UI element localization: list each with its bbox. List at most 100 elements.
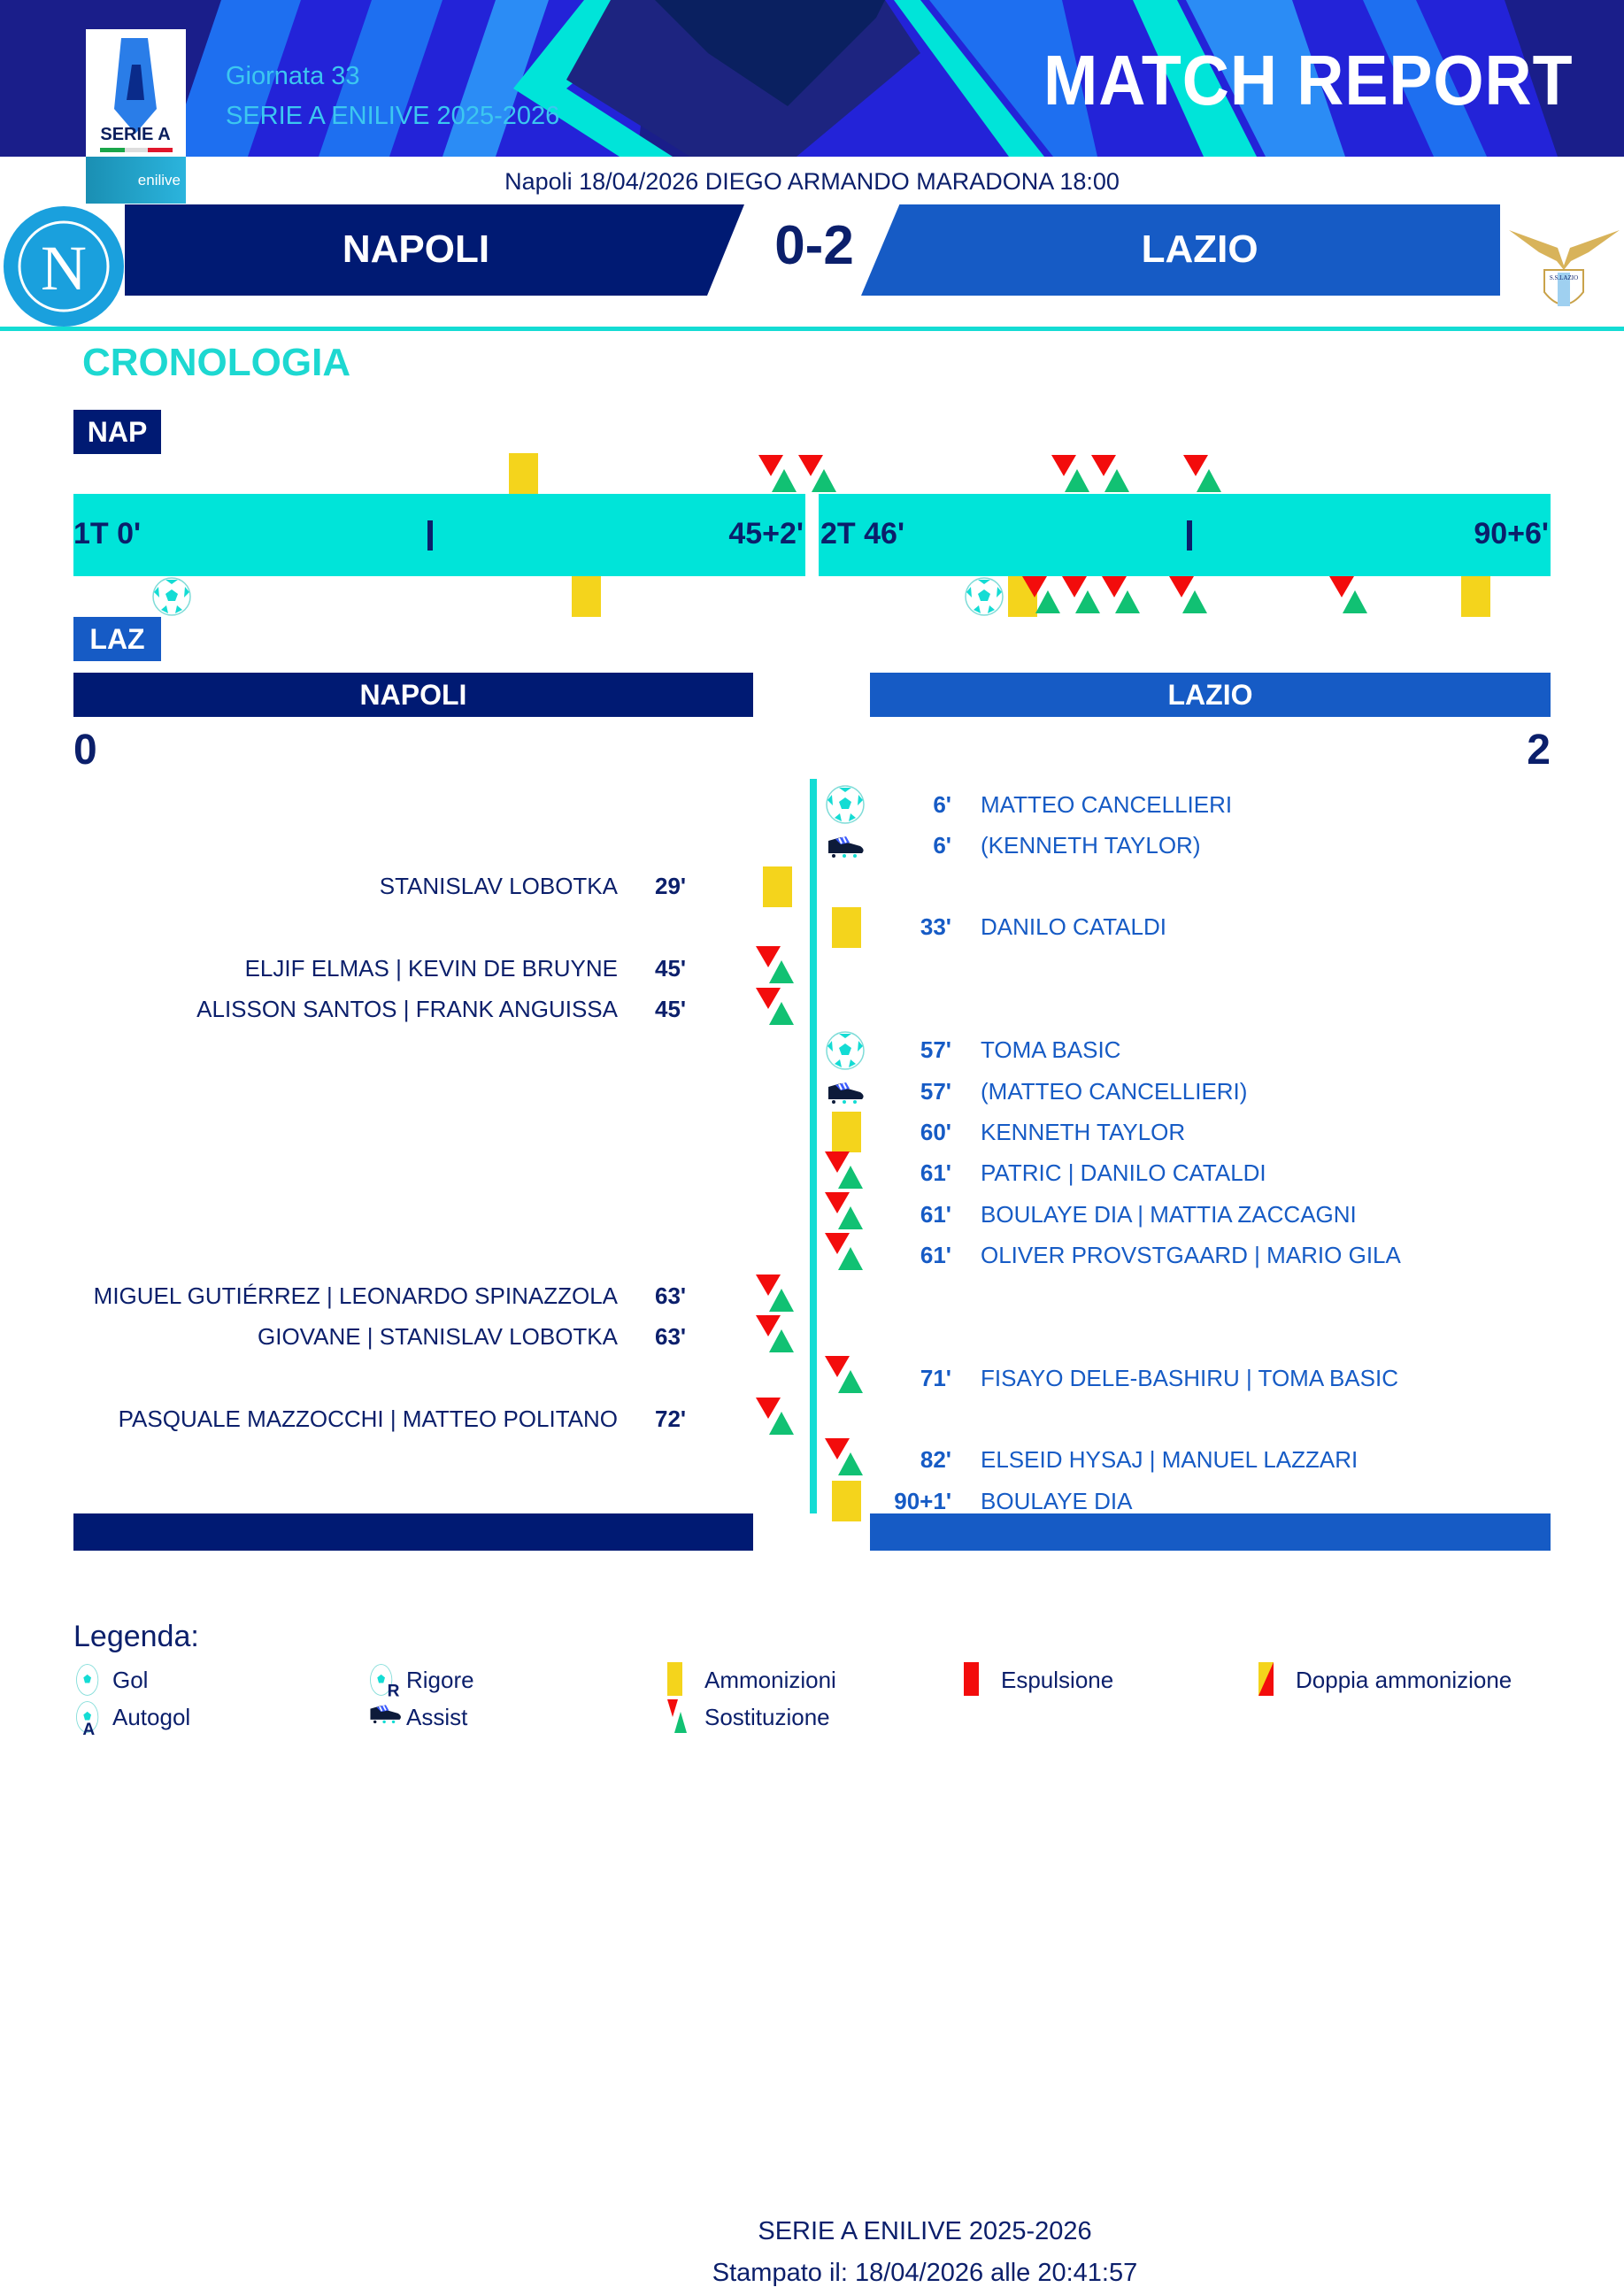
yellow-card-icon: [832, 906, 861, 948]
legend-item-goal: Gol: [73, 1662, 148, 1698]
footer-competition: SERIE A ENILIVE 2025-2026: [758, 2217, 1092, 2245]
substitution-icon: [1091, 455, 1130, 494]
sub-in-arrow-icon: [838, 1452, 863, 1475]
legend-label: Assist: [406, 1703, 468, 1730]
substitution-icon: [1022, 576, 1061, 615]
legend-label: Ammonizioni: [704, 1666, 836, 1693]
sub-in-arrow-icon: [771, 469, 797, 492]
substitution-icon: [825, 1437, 864, 1477]
home-goals: 0: [73, 727, 97, 774]
midpoint-mark: [1187, 520, 1192, 551]
timeline-second-half: 2T 46' 90+6': [819, 494, 1551, 576]
event-player: MIGUEL GUTIÉRREZ | LEONARDO SPINAZZOLA: [93, 1282, 618, 1310]
sub-in-arrow-icon: [1104, 469, 1130, 492]
event-minute: 57': [920, 1036, 951, 1064]
substitution-icon: [666, 1699, 701, 1735]
sub-in-arrow-icon: [769, 960, 794, 984]
sub-in-arrow-icon: [1343, 590, 1368, 613]
substitution-icon: [825, 1233, 864, 1272]
event-row: 33'DANILO CATALDI: [885, 907, 1166, 948]
event-player: TOMA BASIC: [981, 1036, 1121, 1064]
event-player: ELJIF ELMAS | KEVIN DE BRUYNE: [244, 954, 618, 982]
event-row: MIGUEL GUTIÉRREZ | LEONARDO SPINAZZOLA 63…: [94, 1276, 717, 1317]
second-half-start-label: 2T 46': [820, 517, 905, 551]
away-team-name: LAZIO: [1141, 227, 1258, 271]
home-team-header: NAPOLI: [73, 673, 753, 717]
second-half-end-label: 90+6': [1474, 517, 1549, 551]
lazio-crest-icon: S.S.LAZIO: [1505, 221, 1624, 319]
event-row: 61'OLIVER PROVSTGAARD | MARIO GILA: [885, 1235, 1401, 1275]
sub-in-arrow-icon: [811, 469, 836, 492]
legend-label: Rigore: [406, 1666, 474, 1693]
legend-label: Gol: [112, 1666, 149, 1693]
event-minute: 61': [920, 1200, 951, 1228]
legend-title: Legenda:: [73, 1620, 199, 1653]
substitution-icon: [825, 1151, 864, 1190]
section-title: CRONOLOGIA: [82, 341, 351, 384]
event-minute: 45': [655, 954, 687, 982]
goal-ball-icon: [825, 784, 866, 825]
sub-in-arrow-icon: [769, 1411, 794, 1435]
yellow-card-icon: [509, 453, 539, 494]
event-minute: 45': [655, 996, 687, 1022]
event-row: PASQUALE MAZZOCCHI | MATTEO POLITANO 72': [119, 1399, 717, 1440]
event-player: BOULAYE DIA | MATTIA ZACCAGNI: [981, 1200, 1357, 1228]
event-minute: 82': [920, 1446, 951, 1474]
event-minute: 61': [920, 1159, 951, 1187]
own-goal-icon: A: [73, 1699, 109, 1739]
substitution-icon: [756, 1274, 795, 1313]
assist-boot-icon: [825, 1078, 866, 1105]
footer-printed: Stampato il: 18/04/2026 alle 20:41:57: [712, 2259, 1138, 2287]
midpoint-mark: [427, 520, 433, 551]
serie-a-logo: SERIE A: [86, 29, 186, 157]
legend-label: Sostituzione: [704, 1703, 830, 1730]
substitution-icon: [756, 987, 795, 1027]
assist-boot-icon: [825, 832, 866, 859]
assist-icon: [367, 1699, 403, 1735]
event-row: 60'KENNETH TAYLOR: [885, 1112, 1185, 1152]
match-info: Napoli 18/04/2026 DIEGO ARMANDO MARADONA…: [504, 168, 1120, 195]
enilive-logo-text: enilive: [137, 171, 181, 189]
event-minute: 63': [655, 1323, 687, 1351]
yellow-card-icon: [832, 1112, 861, 1153]
goal-icon: [73, 1662, 109, 1698]
event-row: 61' BOULAYE DIA | MATTIA ZACCAGNI: [885, 1194, 1357, 1235]
first-half-start-label: 1T 0': [73, 517, 142, 551]
event-minute: 71': [920, 1364, 951, 1391]
enilive-logo: enilive: [86, 157, 186, 204]
substitution-icon: [1051, 455, 1090, 494]
legend-label: Espulsione: [1001, 1666, 1114, 1693]
home-footer-bar: [73, 1513, 753, 1551]
event-player: PASQUALE MAZZOCCHI | MATTEO POLITANO: [118, 1405, 618, 1432]
away-team-header: LAZIO: [870, 673, 1551, 717]
substitution-icon: [756, 1314, 795, 1354]
event-player: GIOVANE | STANISLAV LOBOTKA: [258, 1323, 618, 1351]
svg-text:R: R: [388, 1682, 400, 1698]
event-minute: 6': [933, 790, 951, 818]
competition-label: SERIE A ENILIVE 2025-2026: [226, 102, 560, 130]
sub-in-arrow-icon: [838, 1370, 863, 1394]
sub-in-arrow-icon: [838, 1247, 863, 1271]
divider: [0, 327, 1624, 331]
yellow-card-icon: [1461, 576, 1491, 617]
header-banner: [0, 0, 1624, 157]
away-timeline-events: [0, 576, 1624, 617]
substitution-icon: [797, 455, 837, 494]
goal-ball-icon: [151, 576, 192, 617]
legend-item-assist: Assist: [367, 1699, 467, 1735]
second-yellow-icon: [1257, 1662, 1292, 1698]
sub-in-arrow-icon: [1115, 590, 1141, 613]
substitution-icon: [1102, 576, 1141, 615]
event-minute: 90+1': [894, 1487, 951, 1514]
event-minute: 63': [655, 1282, 687, 1310]
legend-item-penalty: R Rigore: [367, 1662, 474, 1700]
event-row: 6'MATTEO CANCELLIERI: [885, 784, 1232, 825]
substitution-icon: [825, 1356, 864, 1395]
sub-in-arrow-icon: [1181, 590, 1207, 613]
sub-in-arrow-icon: [1197, 469, 1222, 492]
event-player: ALISSON SANTOS | FRANK ANGUISSA: [196, 996, 618, 1022]
event-minute: 72': [655, 1405, 687, 1432]
event-row: 71'FISAYO DELE-BASHIRU | TOMA BASIC: [885, 1358, 1398, 1398]
event-player: (MATTEO CANCELLIERI): [981, 1077, 1248, 1105]
